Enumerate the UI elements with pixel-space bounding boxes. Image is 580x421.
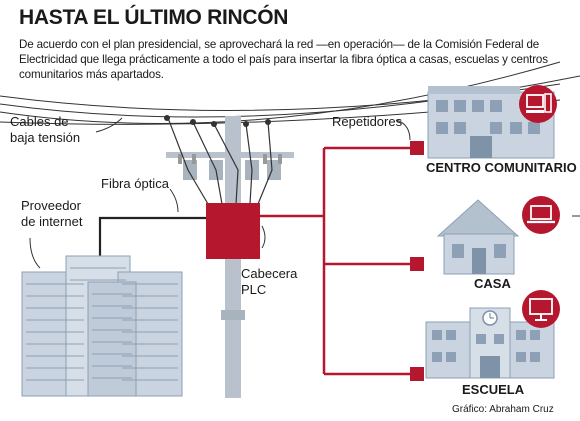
- laptop-icon: [522, 196, 560, 234]
- plc-box: [206, 203, 260, 259]
- subtitle: De acuerdo con el plan presidencial, se …: [19, 38, 548, 81]
- casa-label: CASA: [474, 276, 511, 291]
- cables-label-line1: Cables de: [10, 114, 69, 129]
- escuela-building: [425, 307, 555, 379]
- proveedor-label: Proveedor de internet: [21, 198, 82, 230]
- casa-building: [436, 199, 520, 275]
- escuela-label: ESCUELA: [462, 382, 525, 397]
- internet-provider-servers: [21, 255, 183, 397]
- repeaters: [410, 141, 424, 381]
- insulators: [164, 115, 271, 127]
- distribution-lines: [260, 146, 412, 376]
- centro-label: CENTRO COMUNITARIO: [426, 160, 577, 175]
- monitor-icon: [522, 290, 560, 328]
- repetidores-label: Repetidores: [332, 114, 403, 129]
- page-title: HASTA EL ÚLTIMO RINCÓN: [19, 6, 289, 29]
- cabecera-label-line1: Cabecera: [241, 266, 298, 281]
- fiber-optic-line: [98, 216, 206, 262]
- leader-lines: [29, 117, 411, 269]
- desktop-computer-icon: [519, 85, 557, 123]
- cables-label: Cables de baja tensión: [10, 114, 80, 146]
- proveedor-label-line2: de internet: [21, 214, 83, 229]
- credit: Gráfico: Abraham Cruz: [452, 404, 554, 415]
- cables-label-line2: baja tensión: [10, 130, 81, 145]
- fibra-label: Fibra óptica: [101, 176, 169, 191]
- proveedor-label-line1: Proveedor: [21, 198, 81, 213]
- cabecera-label: Cabecera PLC: [241, 266, 297, 298]
- cabecera-label-line2: PLC: [241, 282, 267, 297]
- drop-wires: [167, 117, 273, 205]
